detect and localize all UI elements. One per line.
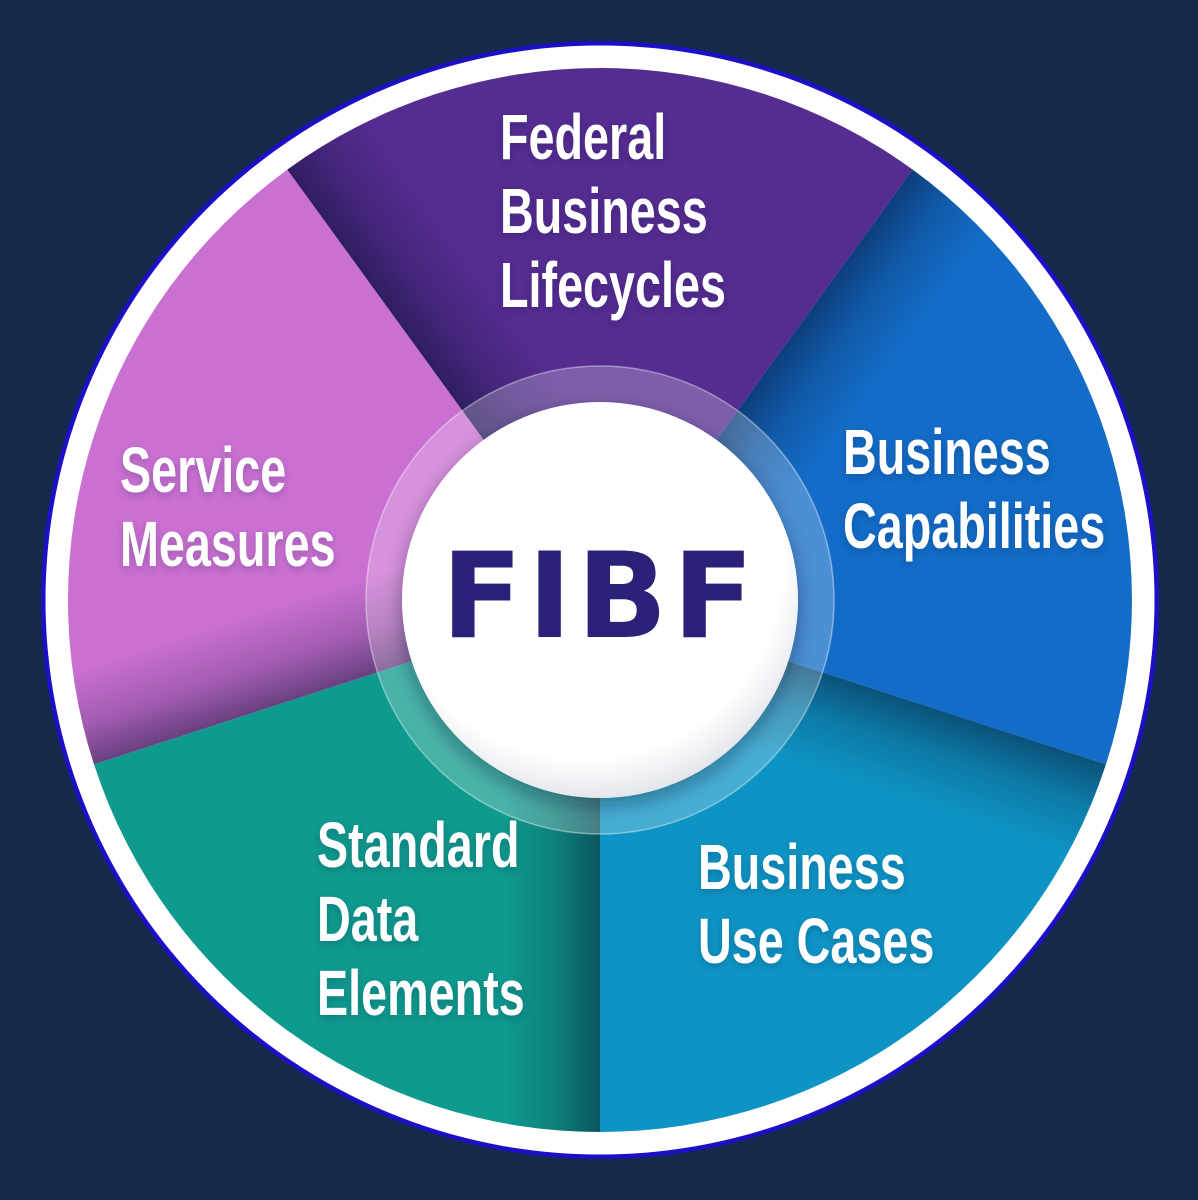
label-business-use-cases: Business Use Cases — [698, 831, 935, 977]
label-standard-data-elements: Standard Data Elements — [317, 809, 525, 1029]
label-service-measures: Service Measures — [120, 434, 336, 580]
hub-label: FIBF — [441, 528, 759, 666]
label-business-capabilities: Business Capabilities — [843, 416, 1106, 562]
hub-circle-shading — [402, 402, 798, 798]
label-federal-business-lifecycles: Federal Business Lifecycles — [500, 101, 726, 321]
shadow-on-federal-business-lifecycles — [287, 67, 913, 600]
